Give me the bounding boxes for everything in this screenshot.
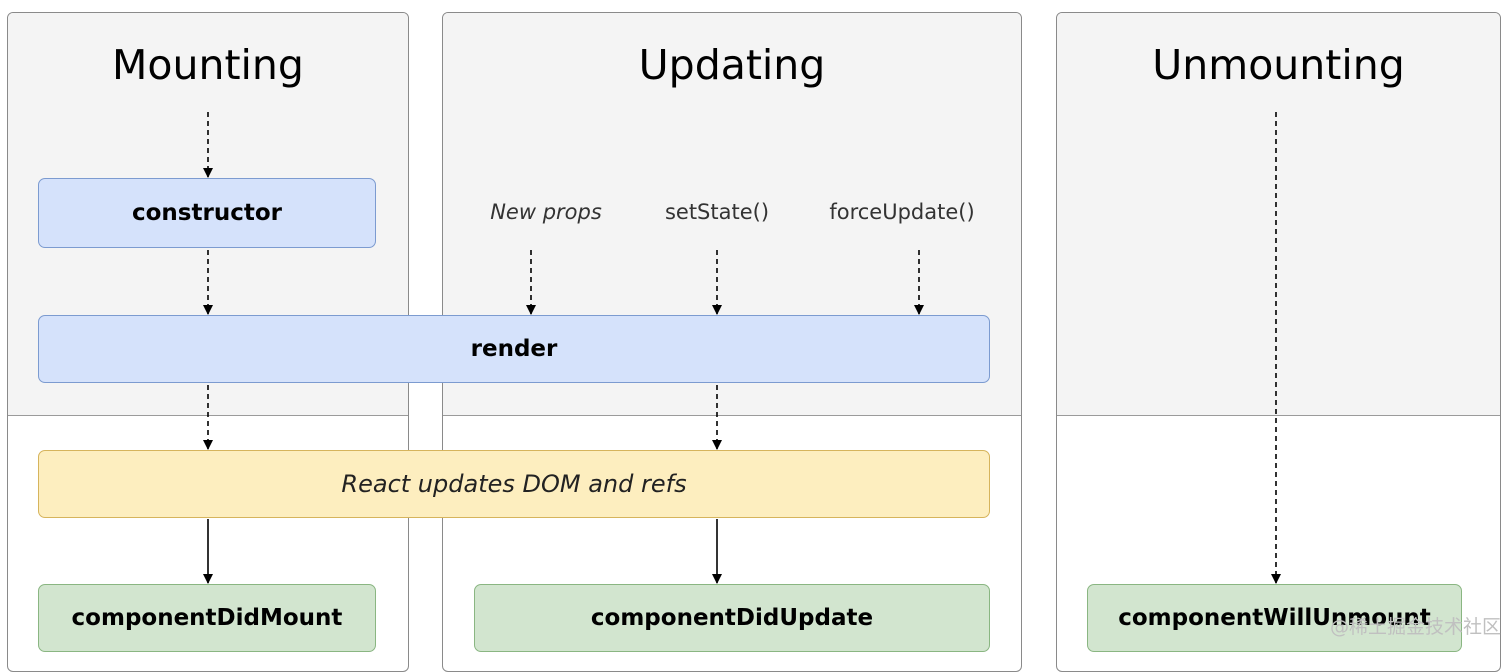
trigger-set-state: setState() [664,200,770,224]
watermark: @稀土掘金技术社区 [1330,616,1502,638]
unmounting-title: Unmounting [1152,41,1405,89]
unmounting-render-phase-area [1057,13,1500,416]
flow-arrows [203,112,1281,584]
render-node: render [38,315,990,383]
component-will-unmount-node: componentWillUnmount [1087,584,1462,652]
react-updates-label: React updates DOM and refs [341,470,687,498]
unmounting-phase-panel: Unmounting [1056,12,1501,672]
trigger-force-update: forceUpdate() [829,200,975,224]
trigger-new-props: New props [490,200,602,224]
render-label: render [470,336,558,362]
constructor-label: constructor [132,200,282,226]
updating-title: Updating [638,41,826,89]
constructor-node: constructor [38,178,376,248]
component-did-mount-label: componentDidMount [71,605,343,631]
component-did-update-node: componentDidUpdate [474,584,990,652]
component-will-unmount-label: componentWillUnmount [1118,605,1431,631]
react-updates-dom-node: React updates DOM and refs [38,450,990,518]
component-did-mount-node: componentDidMount [38,584,376,652]
component-did-update-label: componentDidUpdate [590,605,874,631]
mounting-title: Mounting [112,41,304,89]
